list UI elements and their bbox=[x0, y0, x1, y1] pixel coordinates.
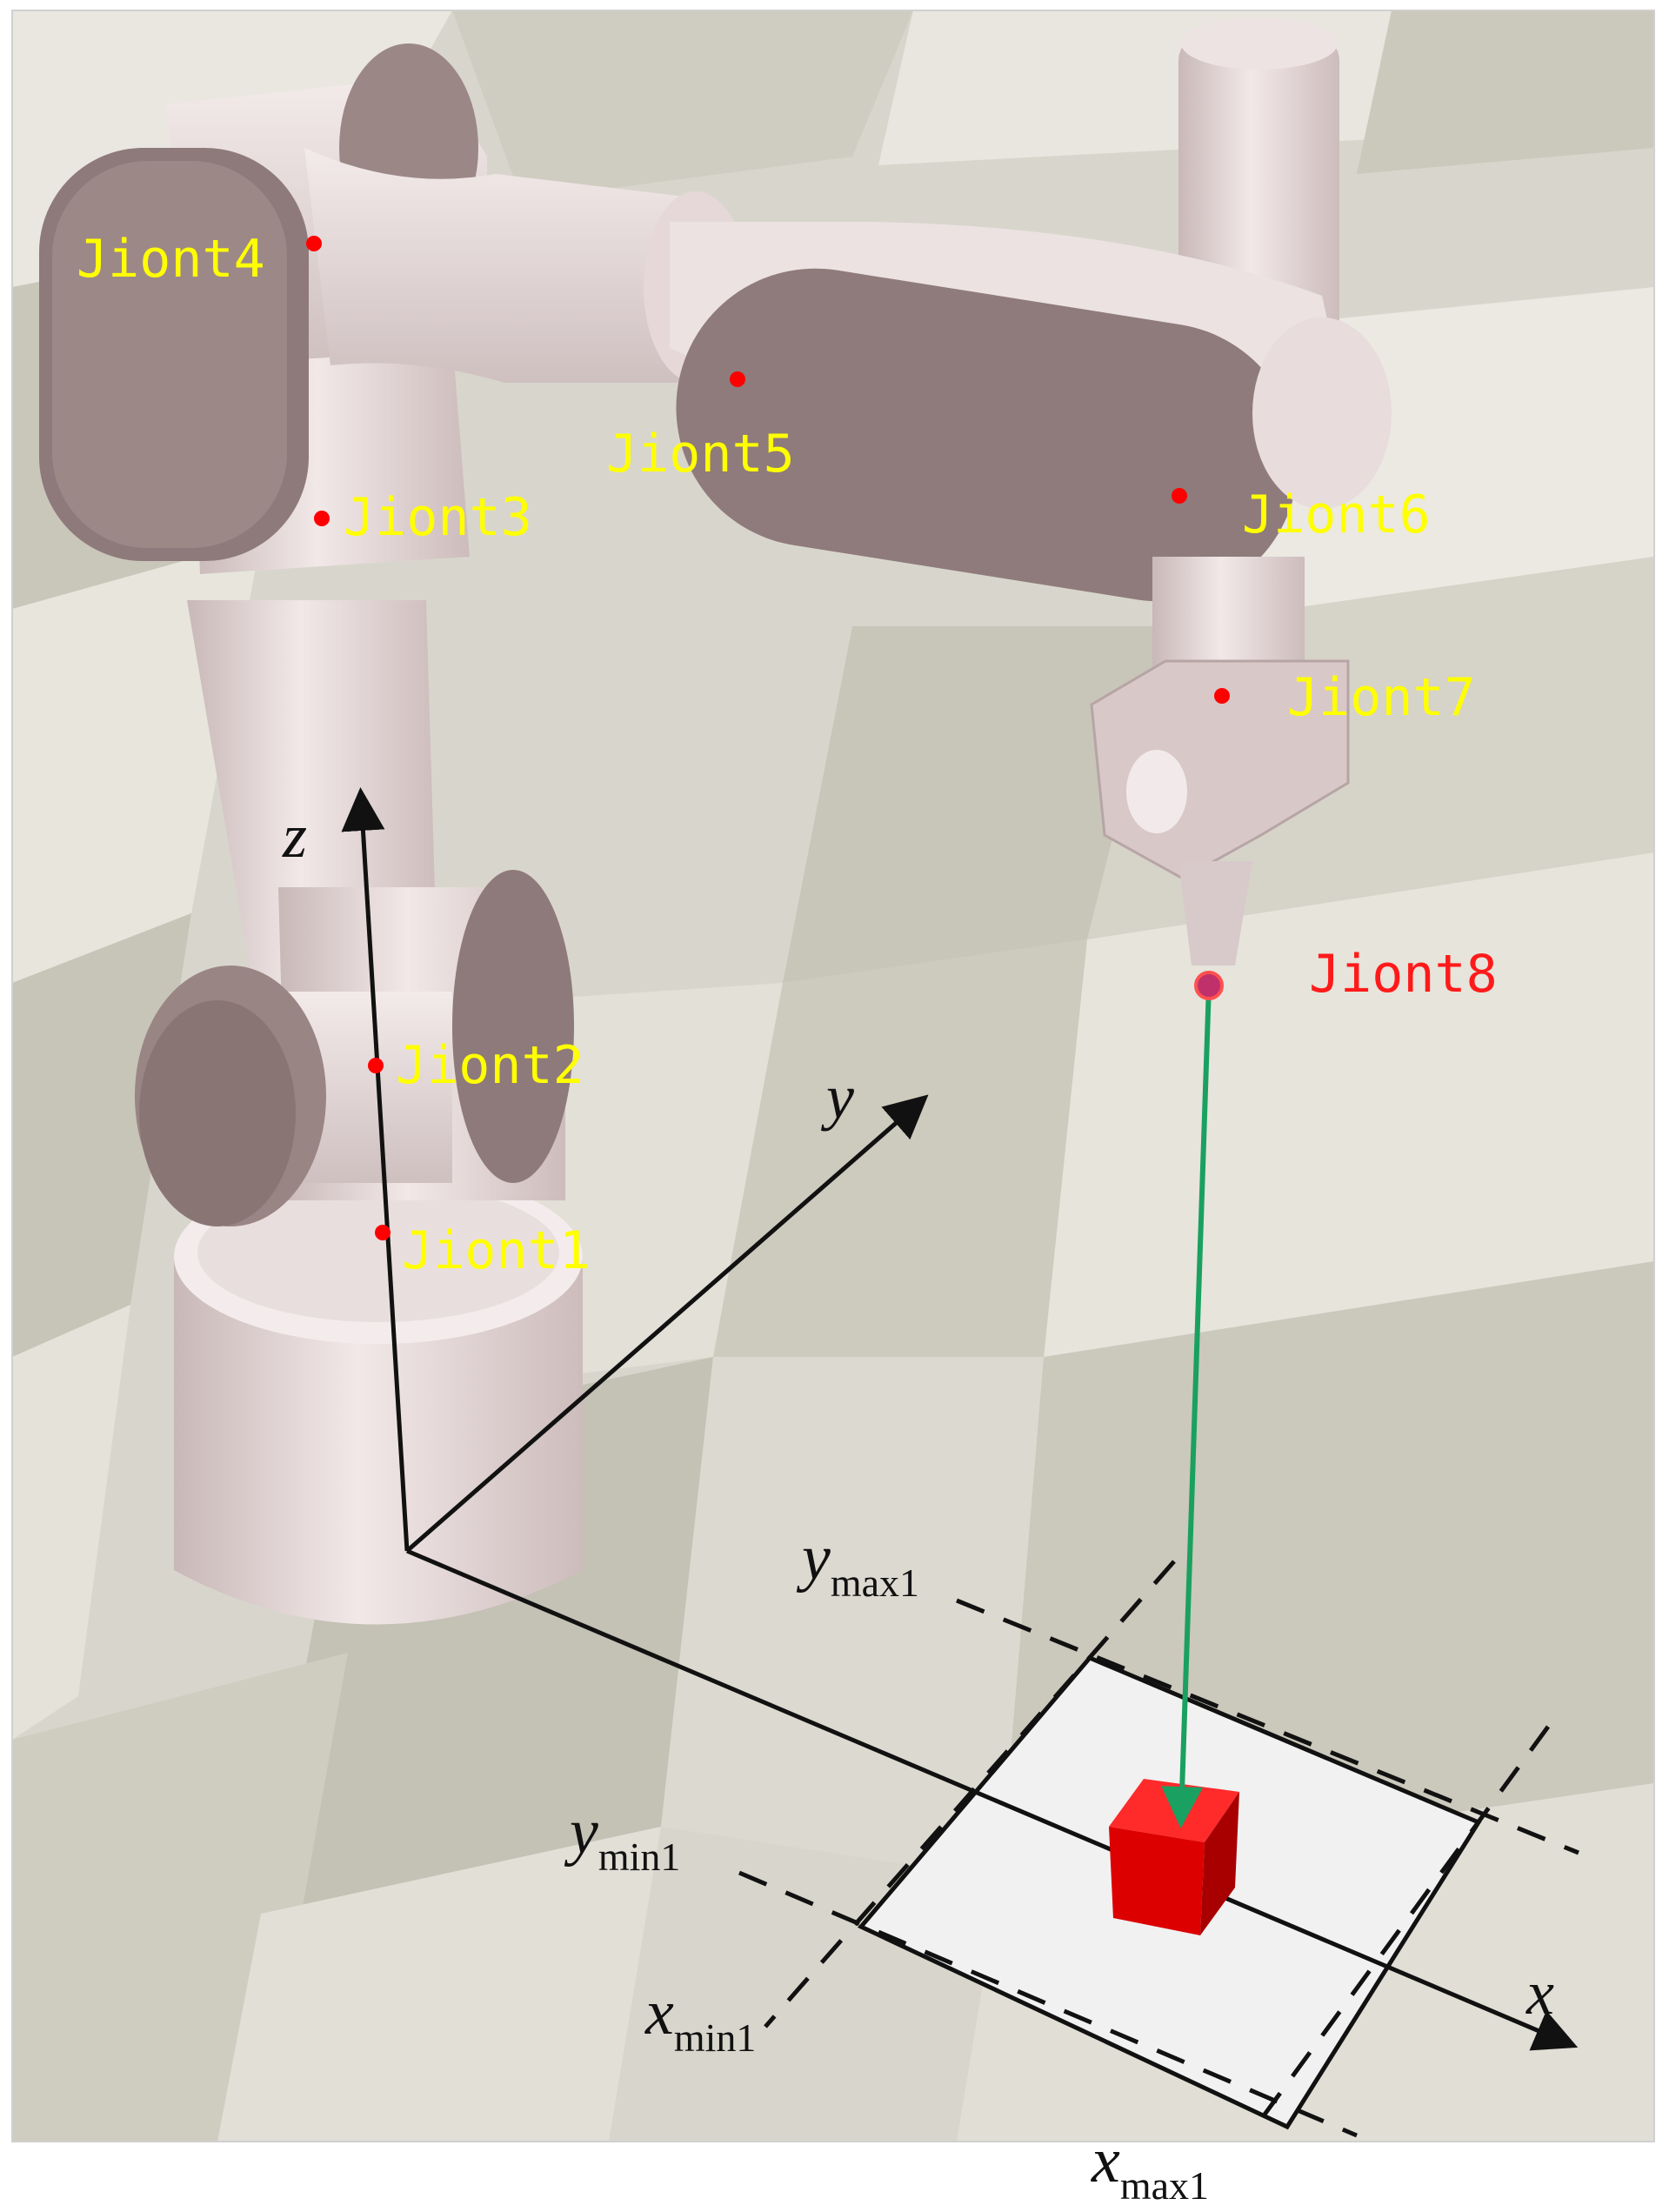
forearm bbox=[304, 148, 713, 383]
robot-arm bbox=[39, 17, 1392, 1625]
joint7-label: Jiont7 bbox=[1287, 667, 1476, 728]
joint2-label: Jiont2 bbox=[396, 1035, 584, 1096]
trajectory-arrow bbox=[1161, 985, 1212, 1828]
joint6-label: Jiont6 bbox=[1242, 485, 1431, 545]
x-axis-label: x bbox=[1525, 1958, 1554, 2028]
x-max-main: x bbox=[1091, 2125, 1120, 2196]
joint8-label: Jiont8 bbox=[1309, 944, 1498, 1005]
x-max-label: xmax1 bbox=[1091, 2125, 1209, 2208]
joint1-dot bbox=[375, 1225, 391, 1240]
joint7-dot bbox=[1214, 688, 1230, 704]
y-max-main: y bbox=[796, 1522, 831, 1594]
x-min-sub: min1 bbox=[674, 2015, 757, 2060]
forearm-link-plate bbox=[676, 268, 1298, 602]
joint6-housing bbox=[1252, 317, 1392, 509]
scene-frame bbox=[11, 10, 1655, 2142]
y-min-bound-line bbox=[738, 1870, 1358, 2138]
y-axis-label: y bbox=[820, 1062, 854, 1132]
end-effector-tool bbox=[1178, 861, 1252, 966]
y-min-label: ymin1 bbox=[564, 1796, 680, 1879]
joint3-label: Jiont3 bbox=[344, 487, 532, 548]
y-max-label: ymax1 bbox=[796, 1522, 919, 1605]
y-max-sub: max1 bbox=[831, 1560, 919, 1605]
x-min-main: x bbox=[644, 1977, 674, 2048]
y-min-main: y bbox=[564, 1796, 598, 1868]
wrist-column bbox=[1152, 557, 1305, 687]
joint8-dot bbox=[1194, 971, 1224, 1000]
bound-lines bbox=[738, 1560, 1579, 2138]
y-axis-arrow bbox=[405, 1094, 929, 1553]
joint6-dot bbox=[1172, 488, 1187, 504]
x-min-bound-line bbox=[764, 1560, 1176, 2028]
x-axis-arrow bbox=[406, 1548, 1579, 2051]
joint5-label: Jiont5 bbox=[606, 424, 795, 485]
joint5-dot bbox=[730, 371, 745, 387]
joint3-dot bbox=[314, 511, 330, 526]
joint4-label: Jiont4 bbox=[77, 229, 265, 290]
x-max-sub: max1 bbox=[1120, 2163, 1209, 2208]
robot-base bbox=[174, 1257, 583, 1625]
z-axis-label: z bbox=[282, 801, 307, 871]
joint-markers bbox=[306, 236, 1230, 1240]
coordinate-axes bbox=[341, 787, 1579, 2051]
y-min-sub: min1 bbox=[598, 1834, 681, 1879]
x-max-bound-line bbox=[1250, 1725, 1551, 2133]
y-max-bound-line bbox=[956, 1598, 1579, 1855]
joint1-label: Jiont1 bbox=[402, 1220, 591, 1281]
joint-labels: Jiont1 Jiont2 Jiont3 Jiont4 Jiont5 Jiont… bbox=[77, 229, 1498, 1281]
joint2-dot bbox=[368, 1058, 384, 1073]
z-axis-arrow bbox=[341, 787, 410, 1552]
joint4-dot bbox=[306, 236, 322, 251]
x-min-label: xmin1 bbox=[644, 1977, 756, 2060]
